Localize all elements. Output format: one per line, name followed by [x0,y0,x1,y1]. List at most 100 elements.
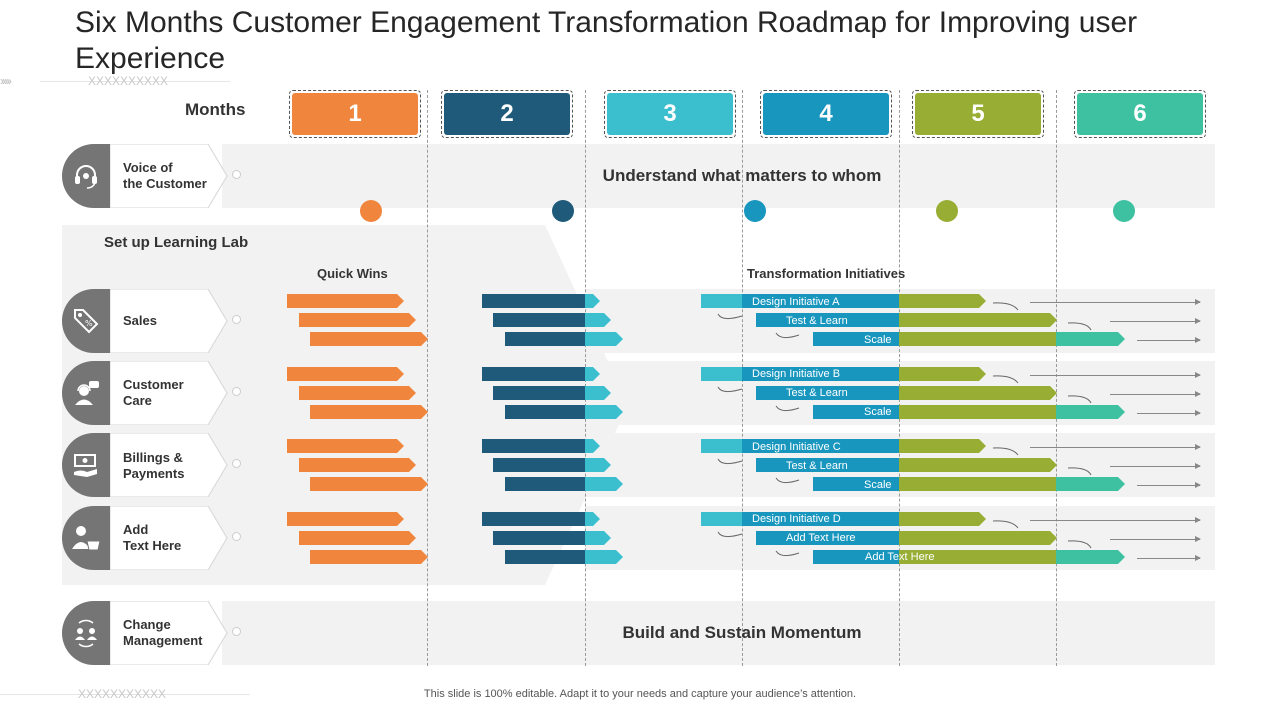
design-initiative-d-label: Design Initiative D [752,513,841,525]
quick-win-bar [287,367,404,381]
months-label: Months [185,100,246,119]
month-3-box: 3 [604,90,736,138]
quick-win-bar [299,531,416,545]
sales-label-tab [110,289,228,353]
test-learn-c-label: Test & Learn [786,460,848,472]
test-learn-b-label: Test & Learn [786,387,848,399]
design-initiative-b-label: Design Initiative B [752,368,841,380]
quick-win-bar [310,550,428,564]
voice-label-line-1: Voice of [123,160,173,175]
scale-c-label: Scale [864,479,892,491]
learning-lab-heading: Set up Learning Lab [104,234,249,251]
design-initiative-a-label: Design Initiative A [752,296,840,308]
voice-label-tab [110,144,228,208]
sales-connector-dot [232,315,241,324]
trailing-arrow [1030,372,1201,378]
care-label-line-1: Customer [123,377,184,392]
scale-b-label: Scale [864,406,892,418]
milestone-dot-1 [360,200,382,222]
billing-label: Billings &Payments [123,450,184,482]
quick-win-bar [310,405,428,419]
svg-text:%: % [85,319,93,328]
quick-win-bar [299,386,416,400]
quick-win-bar [310,332,428,346]
add-label-tab [110,506,228,570]
trailing-arrow [1110,391,1201,397]
quick-win-bar [299,313,416,327]
sales-label: Sales [123,313,157,329]
change-connector-dot [232,627,241,636]
add-icon-circle [62,506,110,570]
add-text-d-label: Add Text Here [786,532,856,544]
change-label-line-1: Change [123,617,171,632]
quick-wins-bars [287,294,428,564]
trailing-arrow [1110,536,1201,542]
quick-win-bar [310,477,428,491]
sales-label-line-1: Sales [123,313,157,328]
trailing-arrow [1030,517,1201,523]
month-5-label: 5 [971,100,985,127]
trailing-arrow [1137,482,1201,488]
month-1-box: 1 [289,90,421,138]
care-icon-circle [62,361,110,425]
billing-label-tab [110,433,228,497]
trailing-arrow [1110,318,1201,324]
quick-wins-heading: Quick Wins [317,266,388,281]
care-label-line-2: Care [123,393,152,408]
scale-a-label: Scale [864,334,892,346]
quick-win-bar [299,458,416,472]
care-label-tab [110,361,228,425]
decorative-x-top: XXXXXXXXXX [88,74,169,88]
user-basket-icon [72,526,101,551]
decorative-chevrons: ››››› [0,74,12,88]
voice-band-text: Understand what matters to whom [602,166,882,185]
billing-icon-circle [62,433,110,497]
trailing-arrow [1030,444,1201,450]
trailing-arrow [1110,463,1201,469]
decorative-line-top [40,81,230,82]
milestone-dot-3 [744,200,766,222]
month-1-label: 1 [348,100,362,127]
month-2-label: 2 [500,100,514,127]
add-connector-dot [232,532,241,541]
voice-label-line-2: the Customer [123,176,207,191]
month-divider [427,90,428,666]
month-6-box: 6 [1074,90,1206,138]
headset-icon [75,165,97,189]
month-2-box: 2 [441,90,573,138]
month-3-label: 3 [663,100,677,127]
month-6-label: 6 [1133,100,1147,127]
trailing-arrow [1137,337,1201,343]
flow-arrows [717,302,1092,557]
decorative-line-bottom [0,694,250,695]
milestone-dot-4 [936,200,958,222]
change-band [222,601,1215,665]
price-tag-icon: % [74,309,99,334]
decorative-x-bottom: XXXXXXXXXXX [78,687,167,701]
month-4-box: 4 [760,90,892,138]
design-initiative-c-label: Design Initiative C [752,441,841,453]
voice-icon-circle [62,144,110,208]
change-label-line-2: Management [123,633,203,648]
care-connector-dot [232,387,241,396]
transformation-bars [701,294,1125,564]
cash-hand-icon [74,454,97,477]
trailing-arrow [1137,555,1201,561]
add-label-line-2: Text Here [123,538,182,553]
add-label-line-1: Add [123,522,149,537]
month-4-label: 4 [819,100,833,127]
month-two-bars [482,294,623,564]
transformation-heading: Transformation Initiatives [747,266,906,281]
voice-band [222,144,1215,208]
trailing-arrow [1030,299,1201,305]
voice-connector-dot [232,170,241,179]
milestone-dot-2 [552,200,574,222]
month-divider [1056,90,1057,666]
trailing-arrow [1137,410,1201,416]
support-agent-icon [75,381,99,405]
